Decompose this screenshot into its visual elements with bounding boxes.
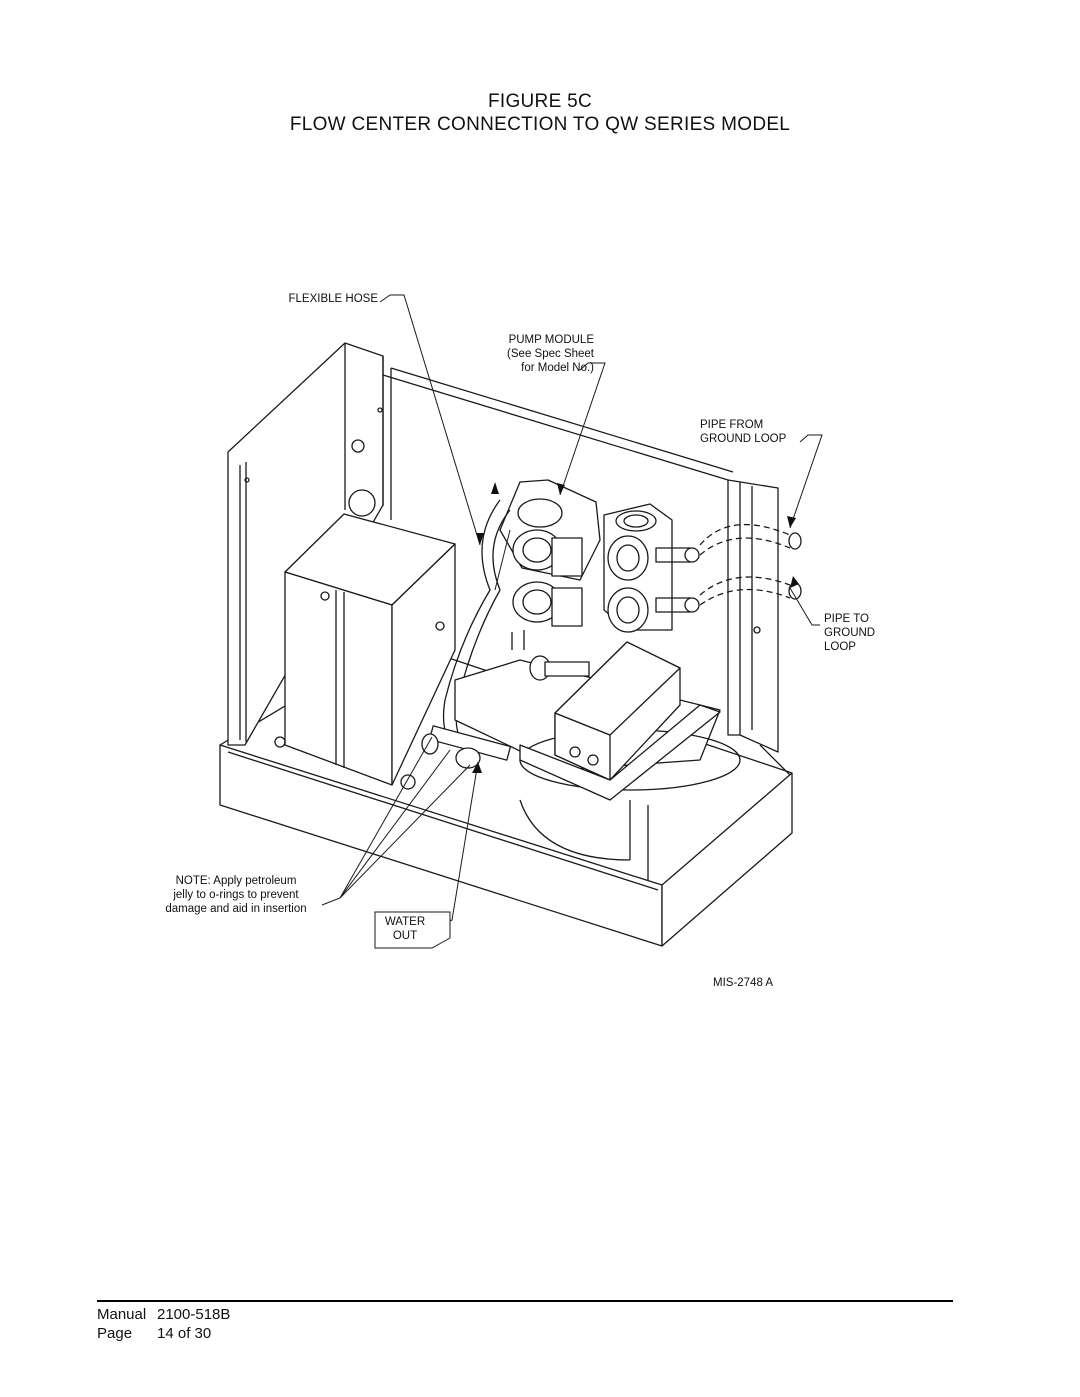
bottom-fittings xyxy=(274,655,590,790)
pipe-to-line3: LOOP xyxy=(824,641,856,653)
page-number: 14 of 30 xyxy=(157,1325,212,1342)
leader-arrowheads xyxy=(472,482,799,773)
cabinet-right-wall xyxy=(727,479,791,776)
electrical-box xyxy=(519,641,721,801)
pipe-to-line1: PIPE TO xyxy=(824,613,869,625)
pump-module-line3: for Model No.) xyxy=(521,362,594,374)
note-label: NOTE: Apply petroleum jelly to o-rings t… xyxy=(150,874,322,916)
manual-number: 2100-518B xyxy=(157,1306,231,1323)
flexible-hose-label: FLEXIBLE HOSE xyxy=(288,293,378,305)
pump-module xyxy=(499,479,700,650)
pipe-to-line2: GROUND xyxy=(824,627,876,639)
control-box-left xyxy=(284,513,456,786)
figure-title: FLOW CENTER CONNECTION TO QW SERIES MODE… xyxy=(289,114,791,135)
manual-label: Manual xyxy=(97,1306,147,1323)
note-line1: NOTE: Apply petroleum xyxy=(175,875,297,887)
water-out-line2: OUT xyxy=(392,930,418,942)
water-out-line1: WATER xyxy=(384,916,426,928)
pipe-to-label: PIPE TO GROUND LOOP xyxy=(824,612,875,654)
base-pan xyxy=(219,639,793,947)
ground-loop-pipes xyxy=(699,524,791,606)
note-line3: damage and aid in insertion xyxy=(165,903,307,915)
pump-module-line1: PUMP MODULE xyxy=(508,334,594,346)
drawing-id: MIS-2748 A xyxy=(713,977,774,989)
pump-module-line2: (See Spec Sheet xyxy=(507,348,594,360)
water-out-label: WATER OUT xyxy=(375,915,435,943)
pipe-from-line2: GROUND LOOP xyxy=(700,433,787,445)
cabinet-left-wall xyxy=(227,342,384,746)
pump-module-label: PUMP MODULE (See Spec Sheet for Model No… xyxy=(470,333,594,375)
figure-number: FIGURE 5C xyxy=(487,91,593,112)
pipe-from-line1: PIPE FROM xyxy=(700,419,764,431)
page-label: Page xyxy=(97,1325,133,1342)
leader-lines xyxy=(321,294,823,931)
footer-rule xyxy=(97,1300,953,1302)
water-out-box xyxy=(374,911,451,949)
cabinet-back-wall xyxy=(382,367,734,520)
note-line2: jelly to o-rings to prevent xyxy=(173,889,299,901)
pipe-from-label: PIPE FROM GROUND LOOP xyxy=(700,418,786,446)
